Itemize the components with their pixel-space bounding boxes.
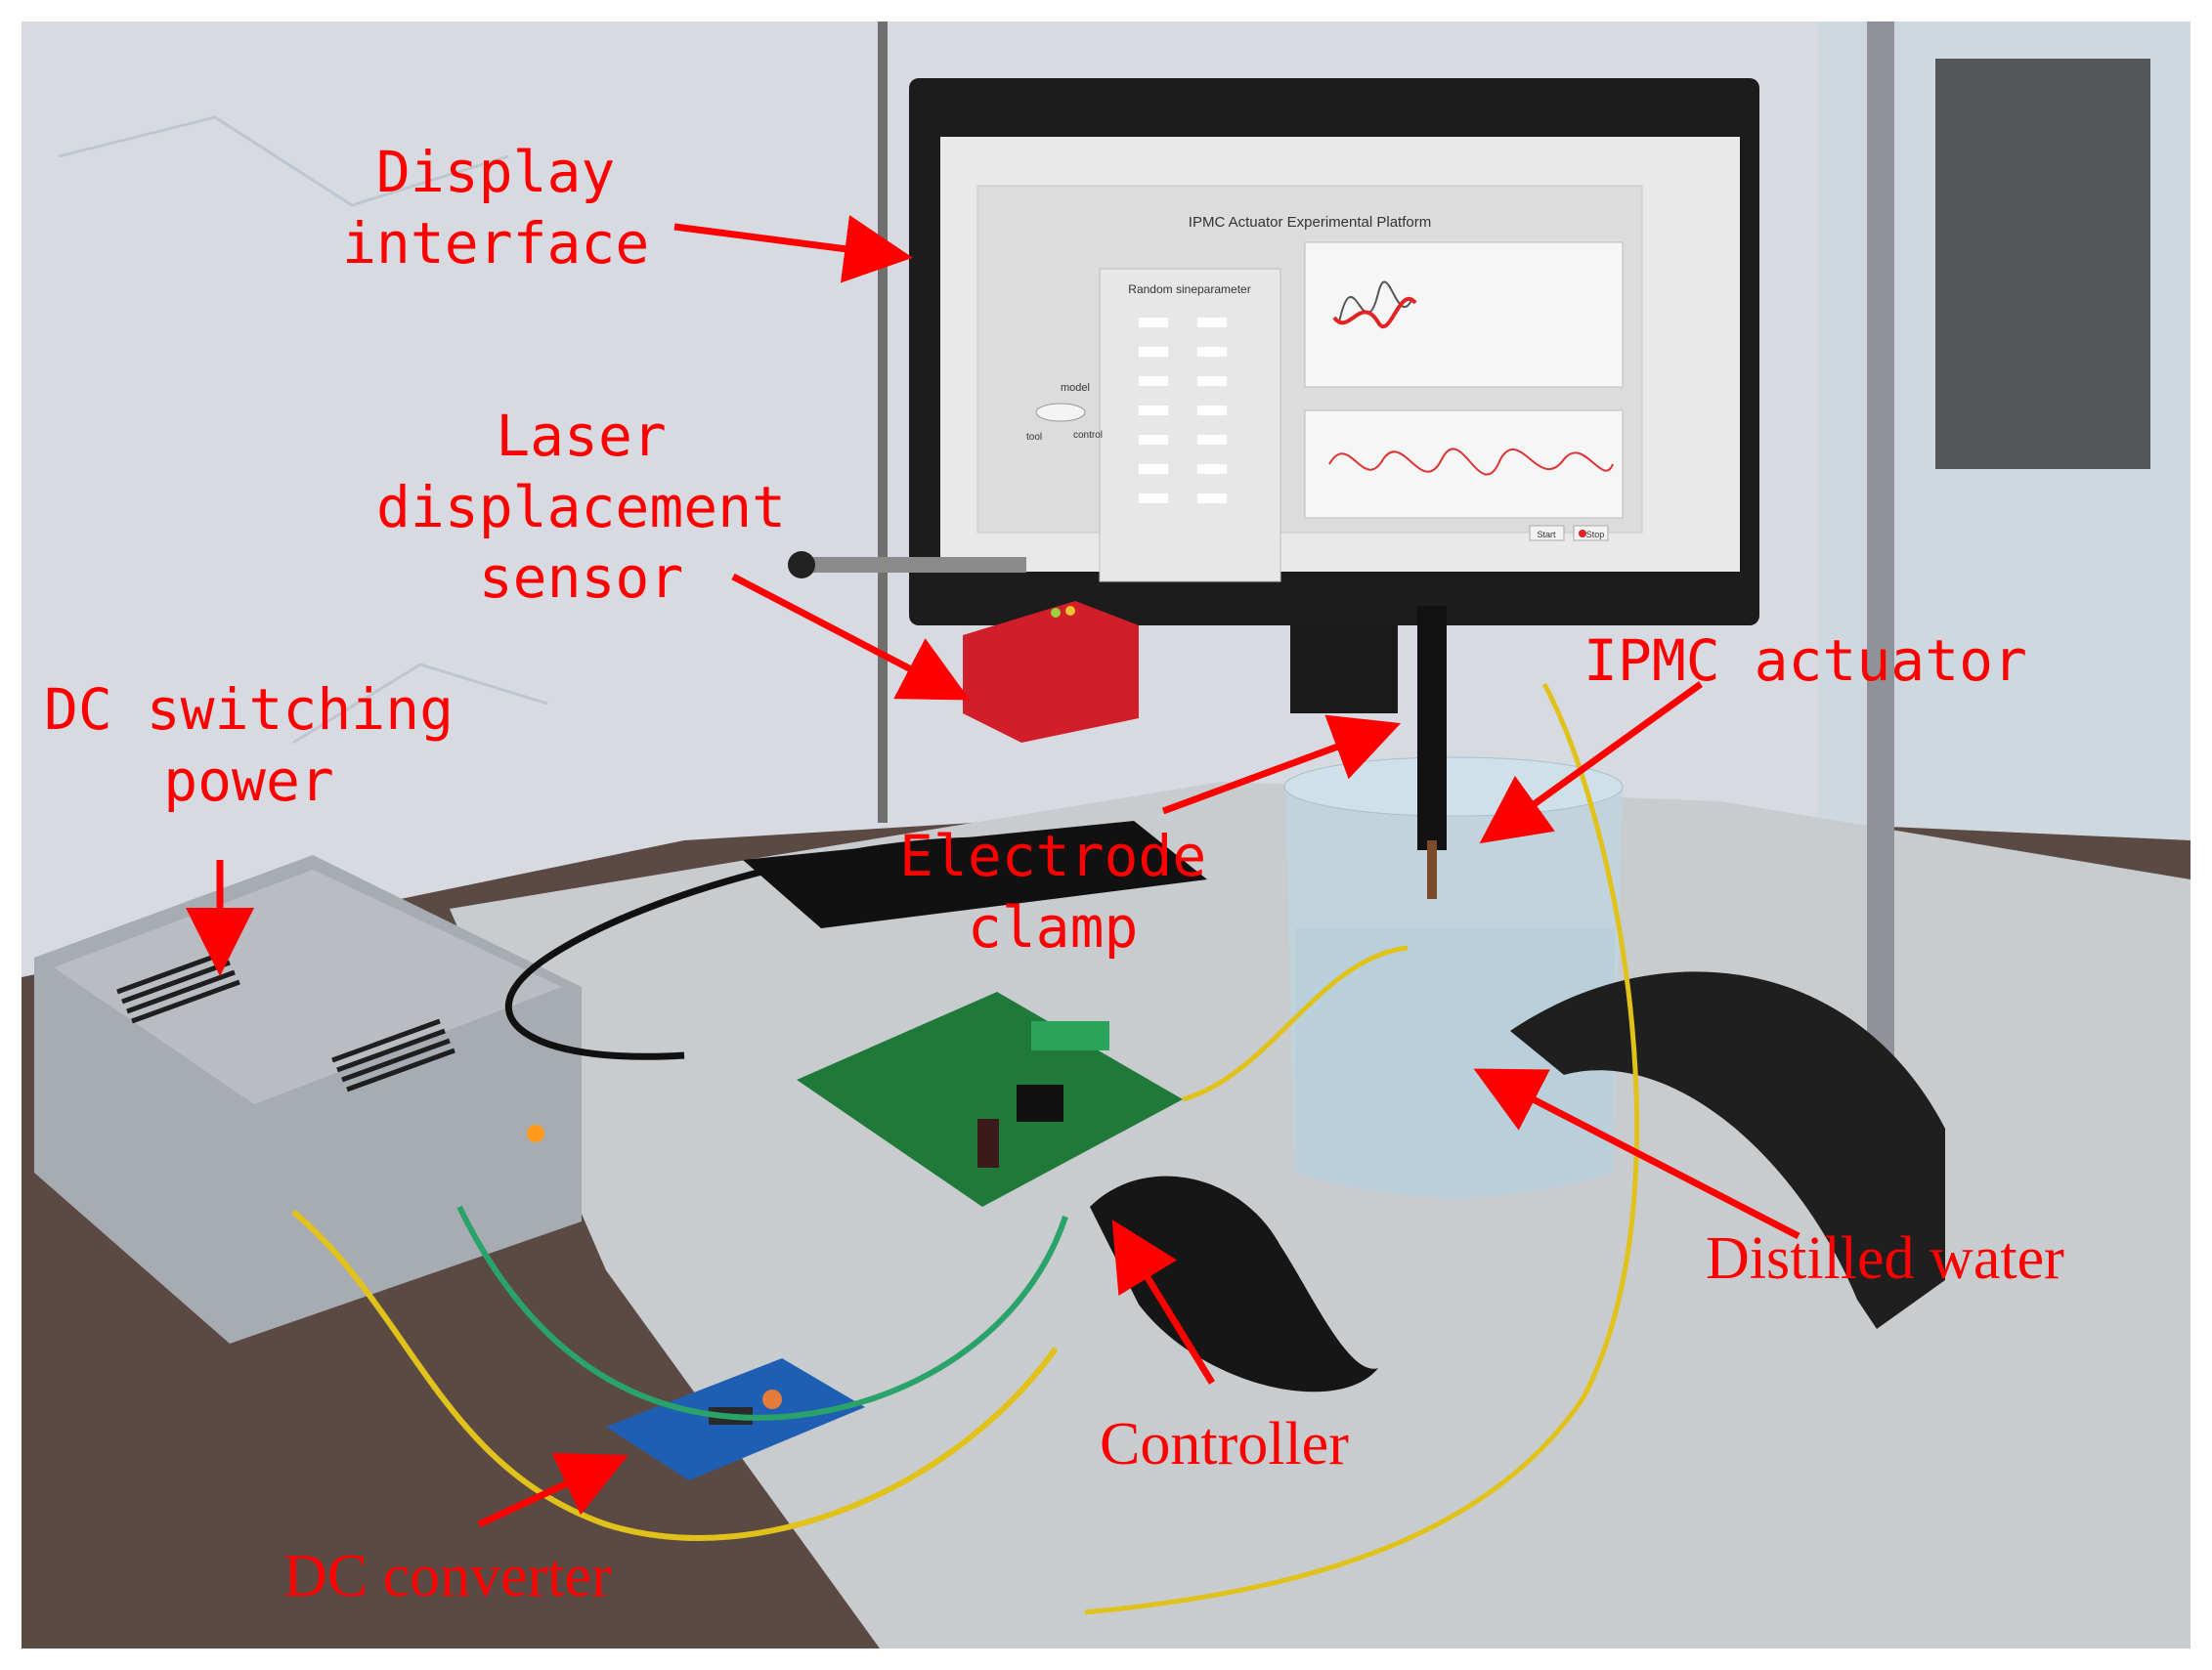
screen-plot-top xyxy=(1304,241,1624,388)
screen-start-label: Start xyxy=(1537,530,1556,539)
screen-parameter-panel-title: Random sineparameter xyxy=(1128,282,1250,296)
arrow-distilled-water xyxy=(1473,1068,1800,1240)
laser-clamp-knob xyxy=(788,551,815,578)
laser-status-led xyxy=(1051,608,1061,618)
arrow-electrode-clamp xyxy=(1161,714,1402,815)
controller-terminal-block xyxy=(1031,1021,1109,1050)
label-display-interface: Display interface xyxy=(342,139,650,277)
retort-stand-rod xyxy=(1867,21,1894,1223)
screen-parameter-panel xyxy=(1099,268,1281,582)
controller-capacitor xyxy=(977,1119,999,1168)
laser-clamp-arm xyxy=(802,557,1026,573)
wall-crack xyxy=(58,115,509,207)
screen-parameter-inputs xyxy=(1139,318,1227,503)
laser-status-led xyxy=(1065,606,1075,616)
label-electrode-clamp: Electrode clamp xyxy=(899,823,1207,961)
background-pc-tower xyxy=(1935,59,2150,469)
monitor-base xyxy=(743,821,1207,928)
screen-mode-label: tool xyxy=(1026,432,1042,443)
arrow-controller xyxy=(1111,1220,1215,1385)
dc-power-vents xyxy=(116,950,455,1092)
screen-mode-label: model xyxy=(1061,382,1090,394)
screen-start-button xyxy=(1529,525,1565,541)
arrow-laser-sensor xyxy=(731,573,971,701)
laser-sensor-body xyxy=(963,601,1139,743)
arrow-display-interface xyxy=(673,215,913,283)
label-controller: Controller xyxy=(1100,1411,1349,1477)
screen-plot-top-signal xyxy=(1338,280,1413,323)
arrow-dc-converter xyxy=(477,1452,629,1528)
beaker-rim xyxy=(1283,756,1624,817)
screen-plot-bottom-signal xyxy=(1328,448,1614,476)
wire-yellow xyxy=(291,1209,1059,1541)
screen-plot-bottom xyxy=(1304,409,1624,519)
wire-green xyxy=(456,1205,1068,1421)
ipmc-strip xyxy=(1427,840,1437,899)
annotation-arrows xyxy=(186,215,1800,1528)
wire-black xyxy=(504,836,988,1060)
label-laser-displacement-sensor: Laser displacement sensor xyxy=(376,403,787,611)
controller-chip xyxy=(1017,1085,1063,1122)
screen-stop-label: Stop xyxy=(1586,530,1605,539)
label-ipmc-actuator: IPMC actuator xyxy=(1583,627,2027,694)
retort-stand-base xyxy=(1510,971,1945,1329)
screen-mode-label: control xyxy=(1073,430,1103,441)
screen-mode-toggle xyxy=(1035,403,1086,422)
wall-crack xyxy=(292,663,548,745)
label-dc-switching-power: DC switching power xyxy=(44,676,455,814)
monitor-neck xyxy=(1290,625,1398,713)
screen-ui-title: IPMC Actuator Experimental Platform xyxy=(1189,214,1431,231)
stand-rod xyxy=(878,21,888,823)
dc-power-supply-top xyxy=(54,870,562,1104)
dc-converter-inductor xyxy=(762,1390,782,1409)
screen-stop-indicator xyxy=(1579,530,1586,537)
wire-yellow xyxy=(1084,682,1640,1615)
label-distilled-water: Distilled water xyxy=(1706,1225,2064,1292)
electrode-clamp xyxy=(1417,606,1447,850)
label-dc-converter: DC converter xyxy=(283,1543,612,1609)
arrow-ipmc-actuator xyxy=(1479,681,1704,844)
screen-plot-top-response xyxy=(1332,297,1417,328)
dc-power-indicator-led xyxy=(527,1125,544,1142)
wire-yellow xyxy=(1182,945,1409,1102)
